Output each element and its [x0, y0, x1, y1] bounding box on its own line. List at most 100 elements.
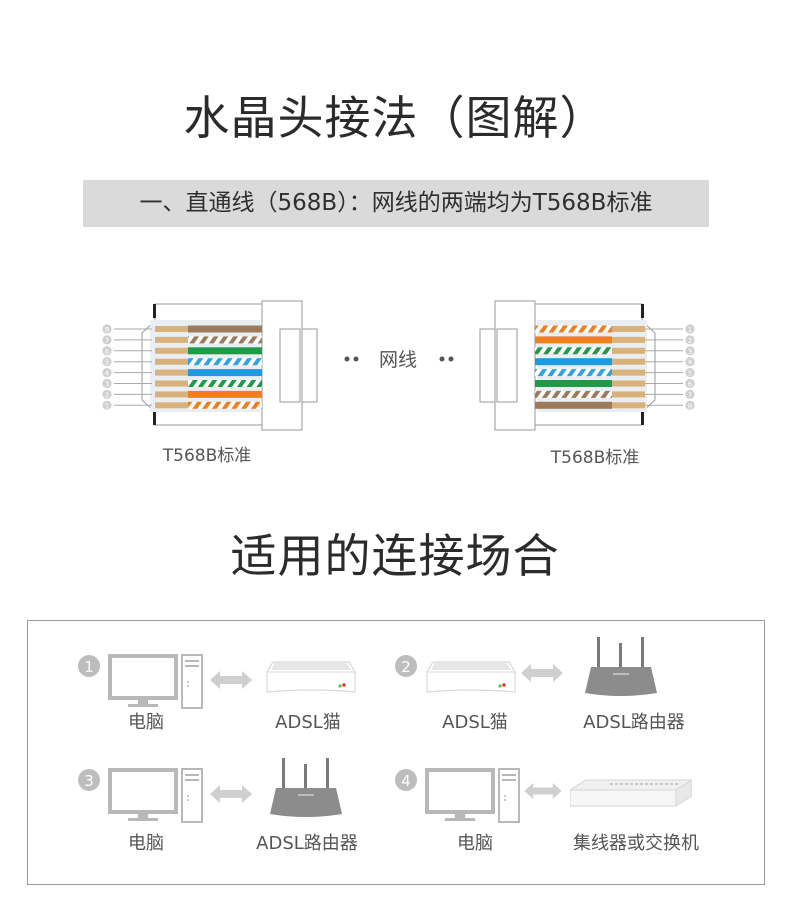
- pin-number-badge: [685, 357, 695, 367]
- pin-number: 1: [105, 402, 109, 410]
- solid-wire: [188, 390, 262, 398]
- adsl-modem-icon: [266, 661, 356, 693]
- striped-wire: [188, 358, 262, 366]
- gold-contact: [612, 402, 645, 409]
- wire-pin-4: 4: [535, 357, 695, 367]
- scenario-3: 3 电脑 ADSL路由器: [78, 758, 358, 854]
- pin-number: 7: [688, 391, 692, 399]
- pin-number-badge: [685, 400, 695, 410]
- scenario-number: 2: [401, 658, 411, 676]
- gold-contact: [612, 380, 645, 387]
- pin-number-badge: [102, 368, 112, 378]
- solid-wire: [535, 358, 612, 366]
- striped-wire: [188, 336, 262, 344]
- pin-number: 4: [688, 359, 693, 367]
- pin-number-badge: [685, 335, 695, 345]
- striped-wire: [535, 325, 612, 333]
- latch-mark: [641, 412, 644, 425]
- router-icon: [270, 758, 342, 817]
- device-label: 集线器或交换机: [573, 833, 699, 854]
- gold-contact: [155, 358, 188, 365]
- pin-number-badge: [102, 324, 112, 334]
- pin-number: 6: [688, 381, 693, 389]
- wire-pin-5: 5: [102, 357, 262, 367]
- wire-pin-6: 6: [102, 346, 262, 356]
- pin-number: 1: [688, 326, 692, 334]
- device-label: 电脑: [457, 833, 493, 854]
- computer-icon: [425, 768, 520, 823]
- switch-icon: [570, 779, 692, 807]
- gold-contact: [612, 391, 645, 398]
- solid-wire: [535, 336, 612, 344]
- gold-contact: [612, 369, 645, 376]
- wire-pin-1: 1: [102, 400, 262, 410]
- bidirectional-arrow-icon: [210, 785, 252, 803]
- bidirectional-arrow-icon: [210, 671, 252, 689]
- gold-contact: [155, 369, 188, 376]
- page-title: 水晶头接法（图解）: [183, 91, 607, 145]
- pin-number-badge: [102, 335, 112, 345]
- striped-wire: [535, 390, 612, 398]
- number-badge: [395, 769, 417, 791]
- pin-number: 6: [105, 348, 110, 356]
- number-badge: [78, 655, 100, 677]
- solid-wire: [188, 369, 262, 377]
- wire-pin-2: 2: [102, 389, 262, 399]
- pin-number-badge: [685, 368, 695, 378]
- pin-number-badge: [102, 389, 112, 399]
- scenario-number: 3: [84, 772, 94, 790]
- device-label: 电脑: [128, 833, 164, 854]
- wire-pin-2: 2: [535, 335, 695, 345]
- left-connector-label: T568B标准: [162, 446, 252, 466]
- device-label: ADSL路由器: [583, 712, 685, 733]
- scenario-number: 4: [401, 772, 411, 790]
- gold-contact: [612, 326, 645, 332]
- computer-icon: [108, 654, 203, 709]
- wire-pin-3: 3: [102, 378, 262, 389]
- number-badge: [395, 655, 417, 677]
- computer-icon: [108, 768, 203, 823]
- wire-pin-5: 5: [535, 368, 695, 378]
- number-badge: [78, 769, 100, 791]
- wire-pin-6: 6: [535, 378, 695, 389]
- adsl-modem-icon: [426, 661, 516, 693]
- gold-contact: [612, 336, 645, 343]
- device-label: ADSL猫: [442, 712, 508, 733]
- left-rj45-connector: 8 7 6 5 43 2 1: [102, 300, 318, 431]
- striped-wire: [188, 380, 262, 387]
- latch-mark: [153, 304, 156, 318]
- router-icon: [585, 637, 657, 696]
- scenario-4: 4 电脑 集线器或交换机: [395, 768, 699, 854]
- pin-number-badge: [685, 324, 695, 334]
- bidirectional-arrow-icon: [521, 664, 563, 682]
- scenarios-frame: [27, 620, 765, 885]
- gold-contact: [612, 347, 645, 354]
- striped-wire: [535, 347, 612, 355]
- wire-pin-8: 8: [102, 324, 262, 334]
- pin-number: 7: [105, 337, 109, 345]
- gold-contact: [155, 380, 188, 387]
- right-connector-label: T568B标准: [550, 448, 640, 468]
- pin-number-badge: [102, 378, 112, 389]
- gold-contact: [155, 336, 188, 343]
- solid-wire: [188, 347, 262, 355]
- pin-number-badge: [102, 346, 112, 356]
- striped-wire: [188, 401, 262, 409]
- scenario-2: 2 ADSL猫 ADSL路由器: [395, 637, 685, 733]
- pin-number-badge: [102, 357, 112, 367]
- device-label: 电脑: [128, 712, 164, 733]
- pin-number: 8: [105, 326, 109, 334]
- pin-number: 2: [688, 337, 692, 345]
- pin-number-badge: [685, 378, 695, 389]
- pin-number: 5: [105, 359, 109, 367]
- pin-number: 4: [105, 370, 110, 378]
- wire-pin-3: 3: [535, 346, 695, 356]
- latch-mark: [153, 412, 156, 425]
- solid-wire: [535, 401, 612, 409]
- wire-pin-4: 4: [102, 368, 262, 378]
- pin-number: 2: [105, 391, 109, 399]
- device-label: ADSL路由器: [256, 833, 358, 854]
- bidirectional-arrow-icon: [524, 783, 562, 799]
